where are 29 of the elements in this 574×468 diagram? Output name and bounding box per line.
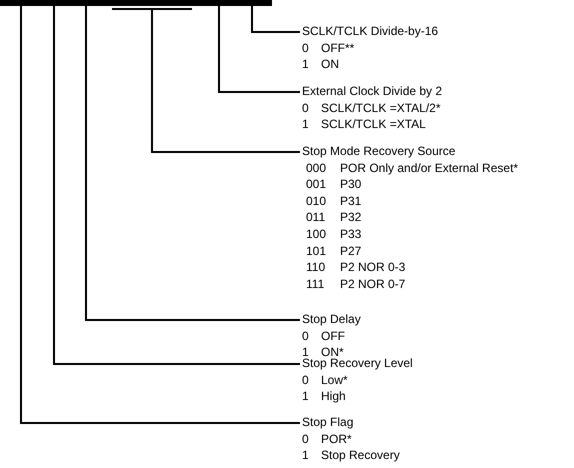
option-text: 1 ON <box>302 56 339 73</box>
leader-line <box>151 10 300 153</box>
option-text: 111 P2 NOR 0-7 <box>305 276 406 292</box>
field-title: Stop Delay <box>302 311 361 328</box>
option-text: 1 Stop Recovery <box>302 447 400 464</box>
option-text: 110 P2 NOR 0-3 <box>305 259 406 276</box>
option-text: 001 P30 <box>305 176 362 193</box>
option-text: 101 P27 <box>305 242 362 260</box>
option-text: 011 P32 <box>305 209 362 226</box>
option-text: 0 OFF <box>302 328 345 344</box>
leader-line <box>20 6 300 424</box>
leader-line <box>85 6 300 321</box>
option-text: 1 SCLK/TCLK =XTAL <box>302 116 426 133</box>
leader-line <box>53 6 300 365</box>
leader-line <box>251 6 300 33</box>
field-title: External Clock Divide by 2 <box>302 83 442 100</box>
option-text: 000 POR Only and/or External Reset* <box>305 160 518 176</box>
option-text: 0 POR* <box>302 430 352 448</box>
register-bar <box>0 0 272 6</box>
option-text: 0 OFF** <box>302 40 354 56</box>
field-title: Stop Mode Recovery Source <box>302 143 456 160</box>
field-title: SCLK/TCLK Divide-by-16 <box>302 23 438 40</box>
option-text: 010 P31 <box>305 192 362 210</box>
option-text: 0 Low* <box>302 372 348 388</box>
option-text: 0 SCLK/TCLK =XTAL/2* <box>302 100 440 116</box>
option-text: 1 High <box>302 388 346 405</box>
leader-line <box>218 6 300 93</box>
option-text: 100 P33 <box>305 226 362 243</box>
field-title: Stop Flag <box>302 414 354 431</box>
